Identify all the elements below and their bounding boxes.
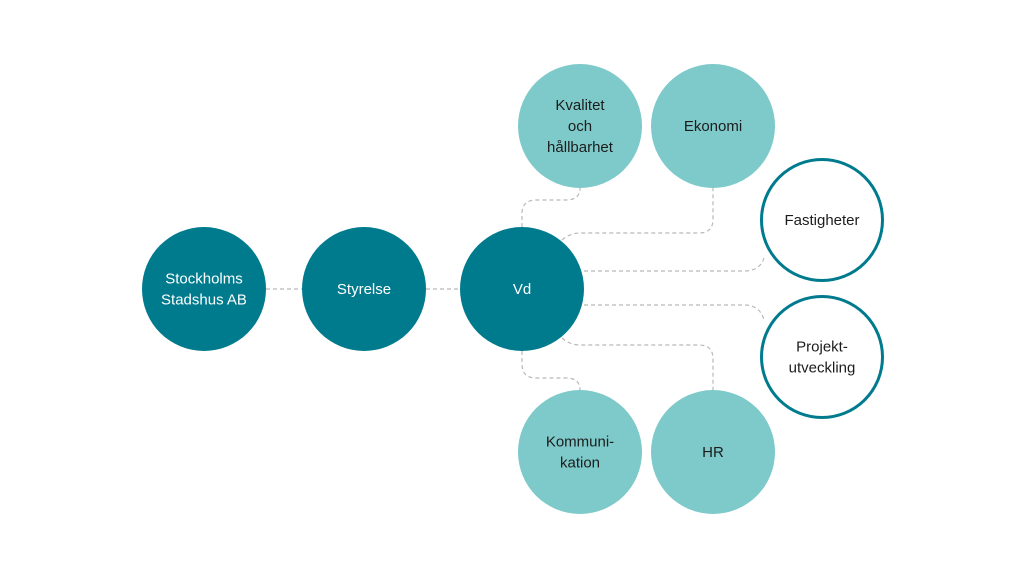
node-label-projektutveckling-line-1: utveckling [789, 360, 856, 377]
node-label-kvalitet-line-1: och [568, 118, 592, 135]
node-label-vd-line-0: Vd [513, 281, 531, 298]
node-projektutveckling: Projekt-utveckling [760, 295, 884, 419]
node-circle-styrelse [302, 227, 426, 351]
connector-vd-to-projektutveckling [584, 304, 765, 321]
node-label-stockholms-stadshus-line-0: Stockholms [165, 271, 243, 288]
node-circle-ekonomi [651, 64, 775, 188]
connector-vd-to-kommunikation [521, 351, 581, 391]
connector-vd-to-ekonomi [561, 188, 714, 241]
node-circle-kvalitet [518, 64, 642, 188]
node-circle-stockholms-stadshus [142, 227, 266, 351]
node-vd: Vd [460, 227, 584, 351]
node-label-kommunikation-line-1: kation [560, 455, 600, 472]
connector-vd-to-hr [561, 337, 714, 390]
node-fastigheter: Fastigheter [760, 158, 884, 282]
node-hr: HR [651, 390, 775, 514]
node-circle-projektutveckling [760, 295, 884, 419]
connector-vd-to-kvalitet [521, 187, 581, 227]
node-label-styrelse-line-0: Styrelse [337, 281, 391, 298]
node-label-projektutveckling-line-0: Projekt- [796, 339, 848, 356]
node-ekonomi: Ekonomi [651, 64, 775, 188]
node-kommunikation: Kommuni-kation [518, 390, 642, 514]
node-label-ekonomi-line-0: Ekonomi [684, 118, 742, 135]
node-label-kvalitet-line-2: hållbarhet [547, 139, 614, 156]
node-circle-kommunikation [518, 390, 642, 514]
node-label-kommunikation-line-0: Kommuni- [546, 434, 614, 451]
node-label-fastigheter-line-0: Fastigheter [784, 212, 859, 229]
node-label-hr-line-0: HR [702, 444, 724, 461]
node-circle-hr [651, 390, 775, 514]
node-label-stockholms-stadshus-line-1: Stadshus AB [161, 292, 247, 309]
node-label-kvalitet-line-0: Kvalitet [555, 97, 605, 114]
connectors [266, 187, 765, 391]
node-styrelse: Styrelse [302, 227, 426, 351]
node-kvalitet: Kvalitet och hållbarhet [518, 64, 642, 188]
node-circle-vd [460, 227, 584, 351]
node-circle-fastigheter [760, 158, 884, 282]
connector-vd-to-fastigheter [584, 257, 765, 272]
